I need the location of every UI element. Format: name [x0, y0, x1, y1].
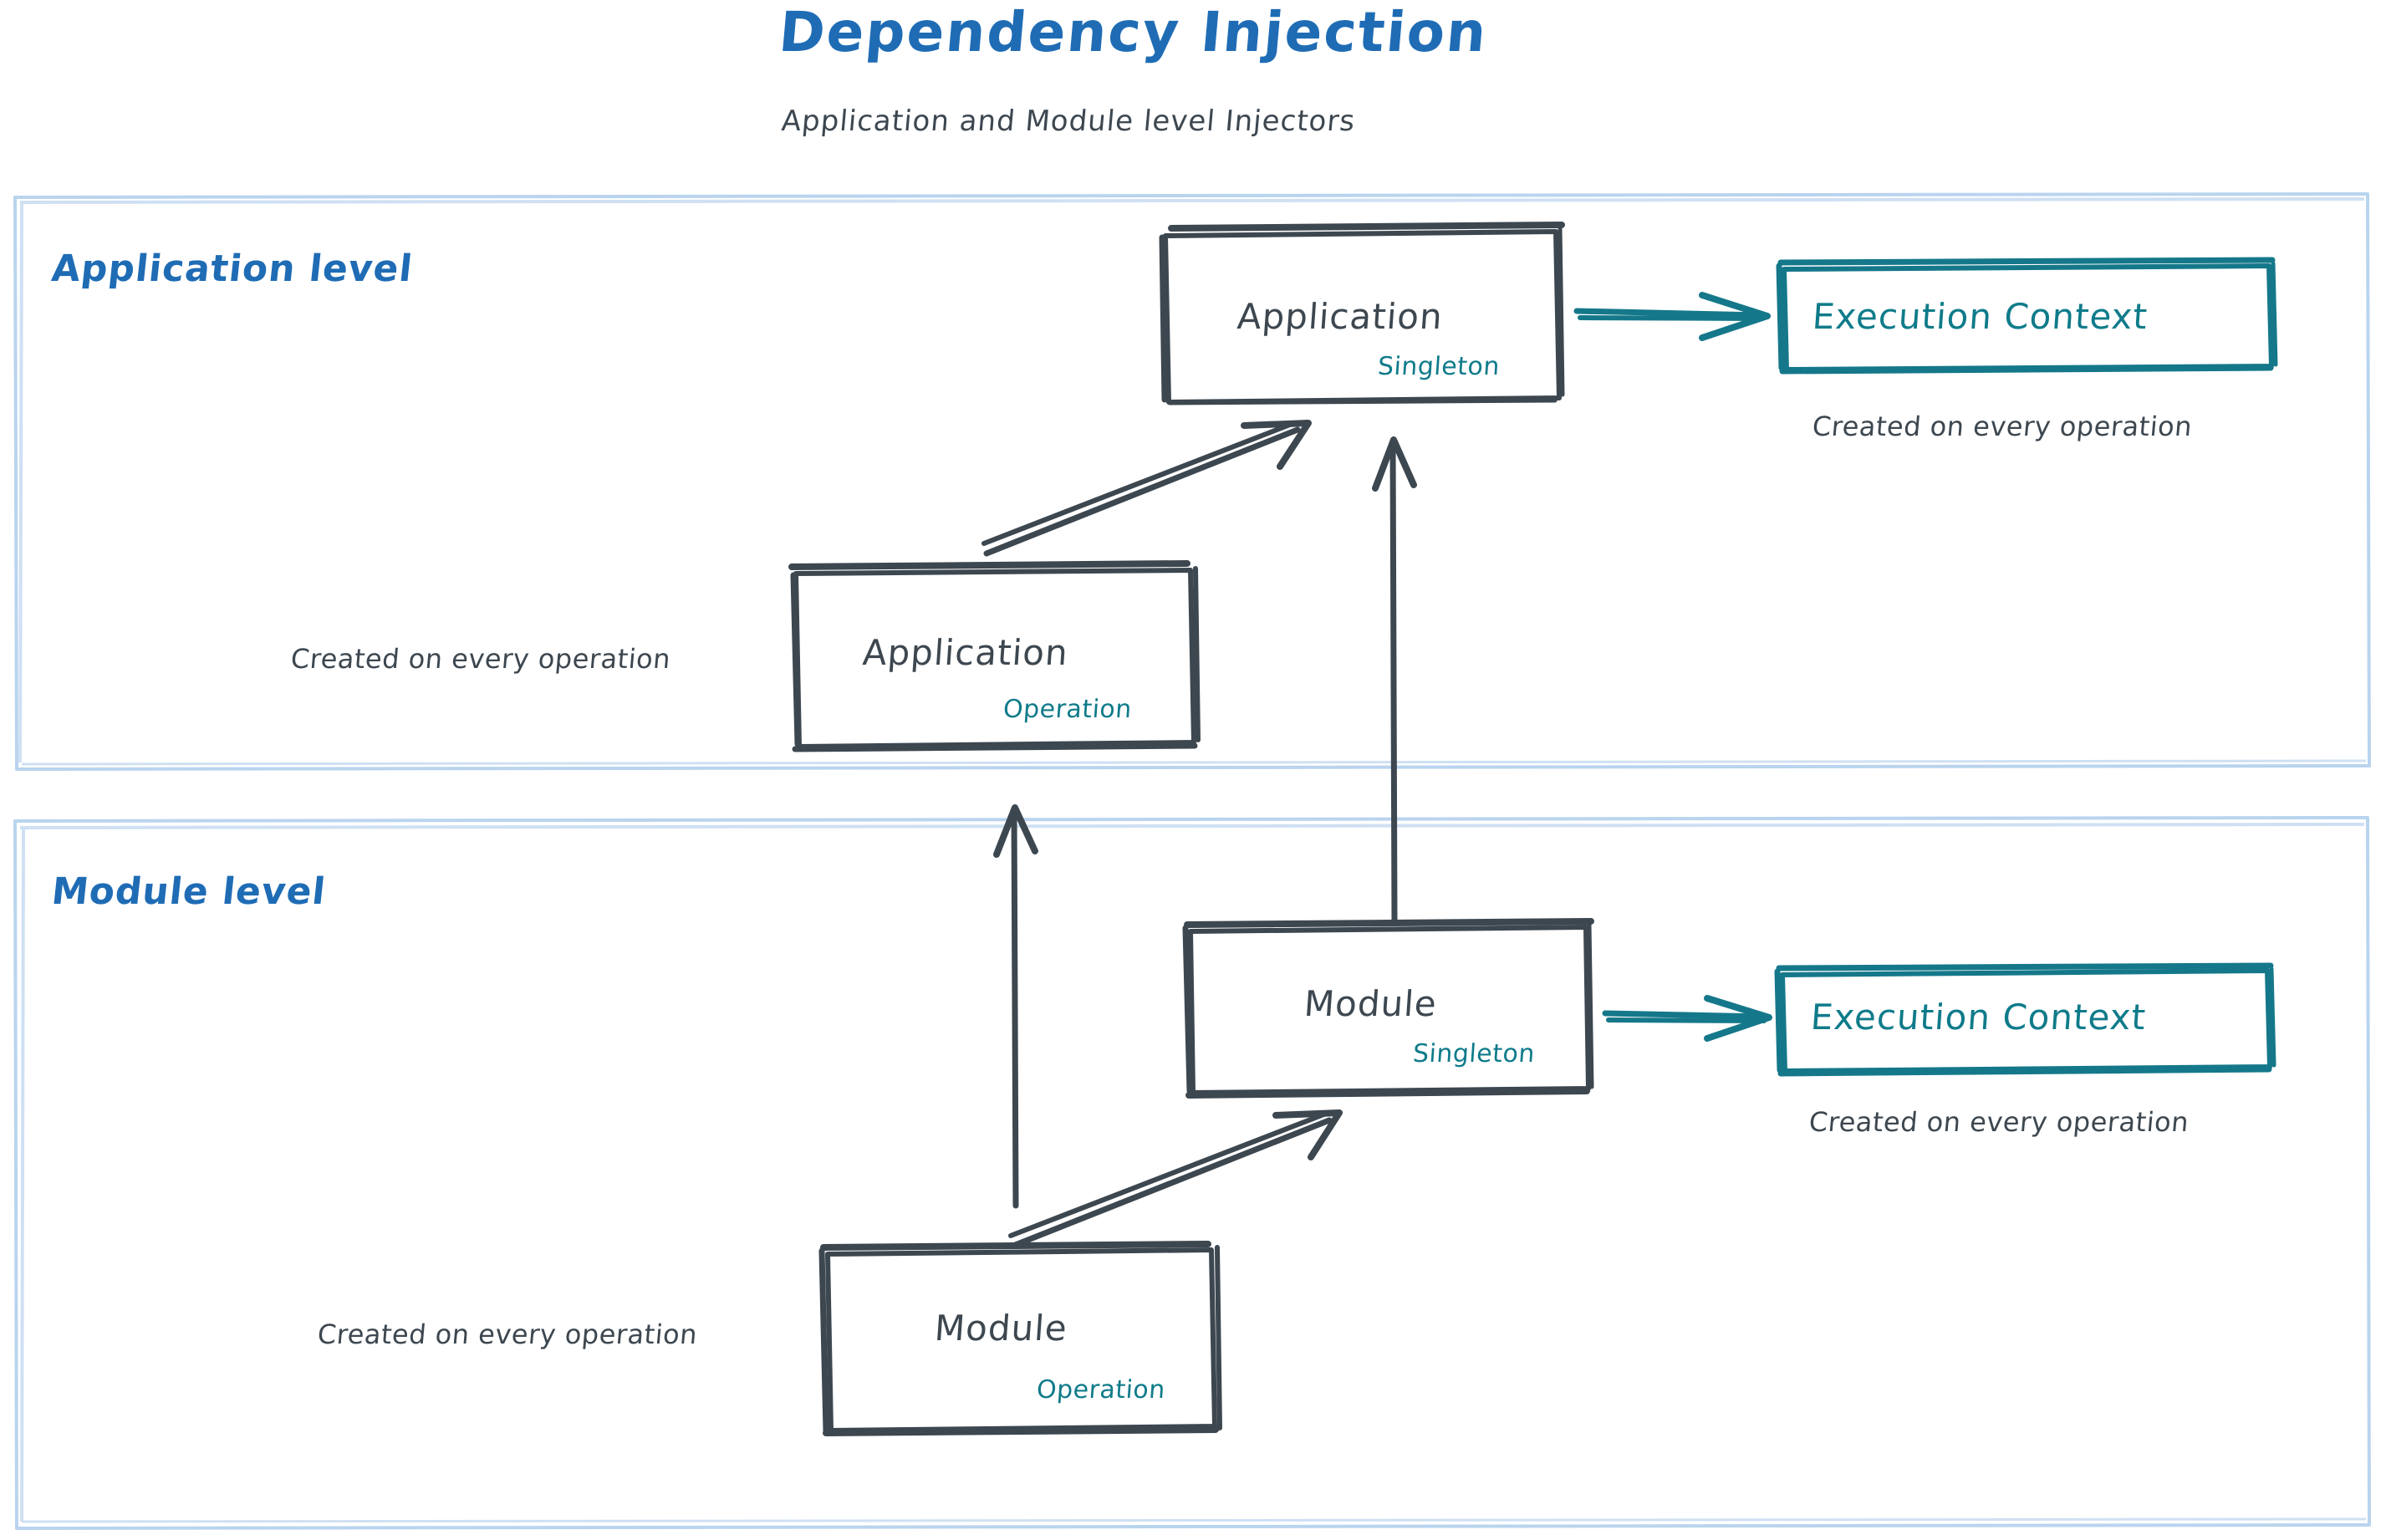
node-module-singleton-title: Module [1303, 983, 1439, 1024]
node-execution-context-app-caption: Created on every operation [1811, 410, 2194, 442]
node-application-operation-title: Application [861, 632, 1070, 673]
node-module-operation-caption: Created on every operation [316, 1318, 699, 1350]
node-execution-context-app-title: Execution Context [1811, 296, 2149, 337]
node-application-singleton-title: Application [1236, 296, 1445, 337]
arrow-module-zone-to-application-zone [993, 804, 1038, 1209]
node-execution-context-module-caption: Created on every operation [1807, 1106, 2190, 1138]
zone-label-application-level: Application level [49, 247, 416, 290]
node-application-operation-caption: Created on every operation [289, 643, 672, 675]
node-module-singleton-scope: Singleton [1411, 1039, 1537, 1068]
arrow-module-to-execution-context [1602, 995, 1772, 1042]
page-subtitle: Application and Module level Injectors [780, 105, 1357, 138]
node-execution-context-module-title: Execution Context [1809, 997, 2148, 1038]
node-module-operation-scope: Operation [1035, 1375, 1167, 1405]
arrow-module-operation-to-singleton [1008, 1109, 1343, 1249]
page-title: Dependency Injection [776, 0, 1491, 64]
node-application-operation-scope: Operation [1002, 695, 1134, 724]
zone-label-module-level: Module level [49, 870, 329, 913]
arrow-application-to-execution-context [1573, 292, 1771, 341]
arrow-application-operation-to-singleton [981, 420, 1312, 557]
zone-module-level-border [13, 816, 2371, 1530]
arrow-module-singleton-to-application-singleton [1372, 436, 1417, 923]
node-module-operation-title: Module [933, 1308, 1069, 1349]
node-application-singleton-scope: Singleton [1376, 352, 1501, 381]
